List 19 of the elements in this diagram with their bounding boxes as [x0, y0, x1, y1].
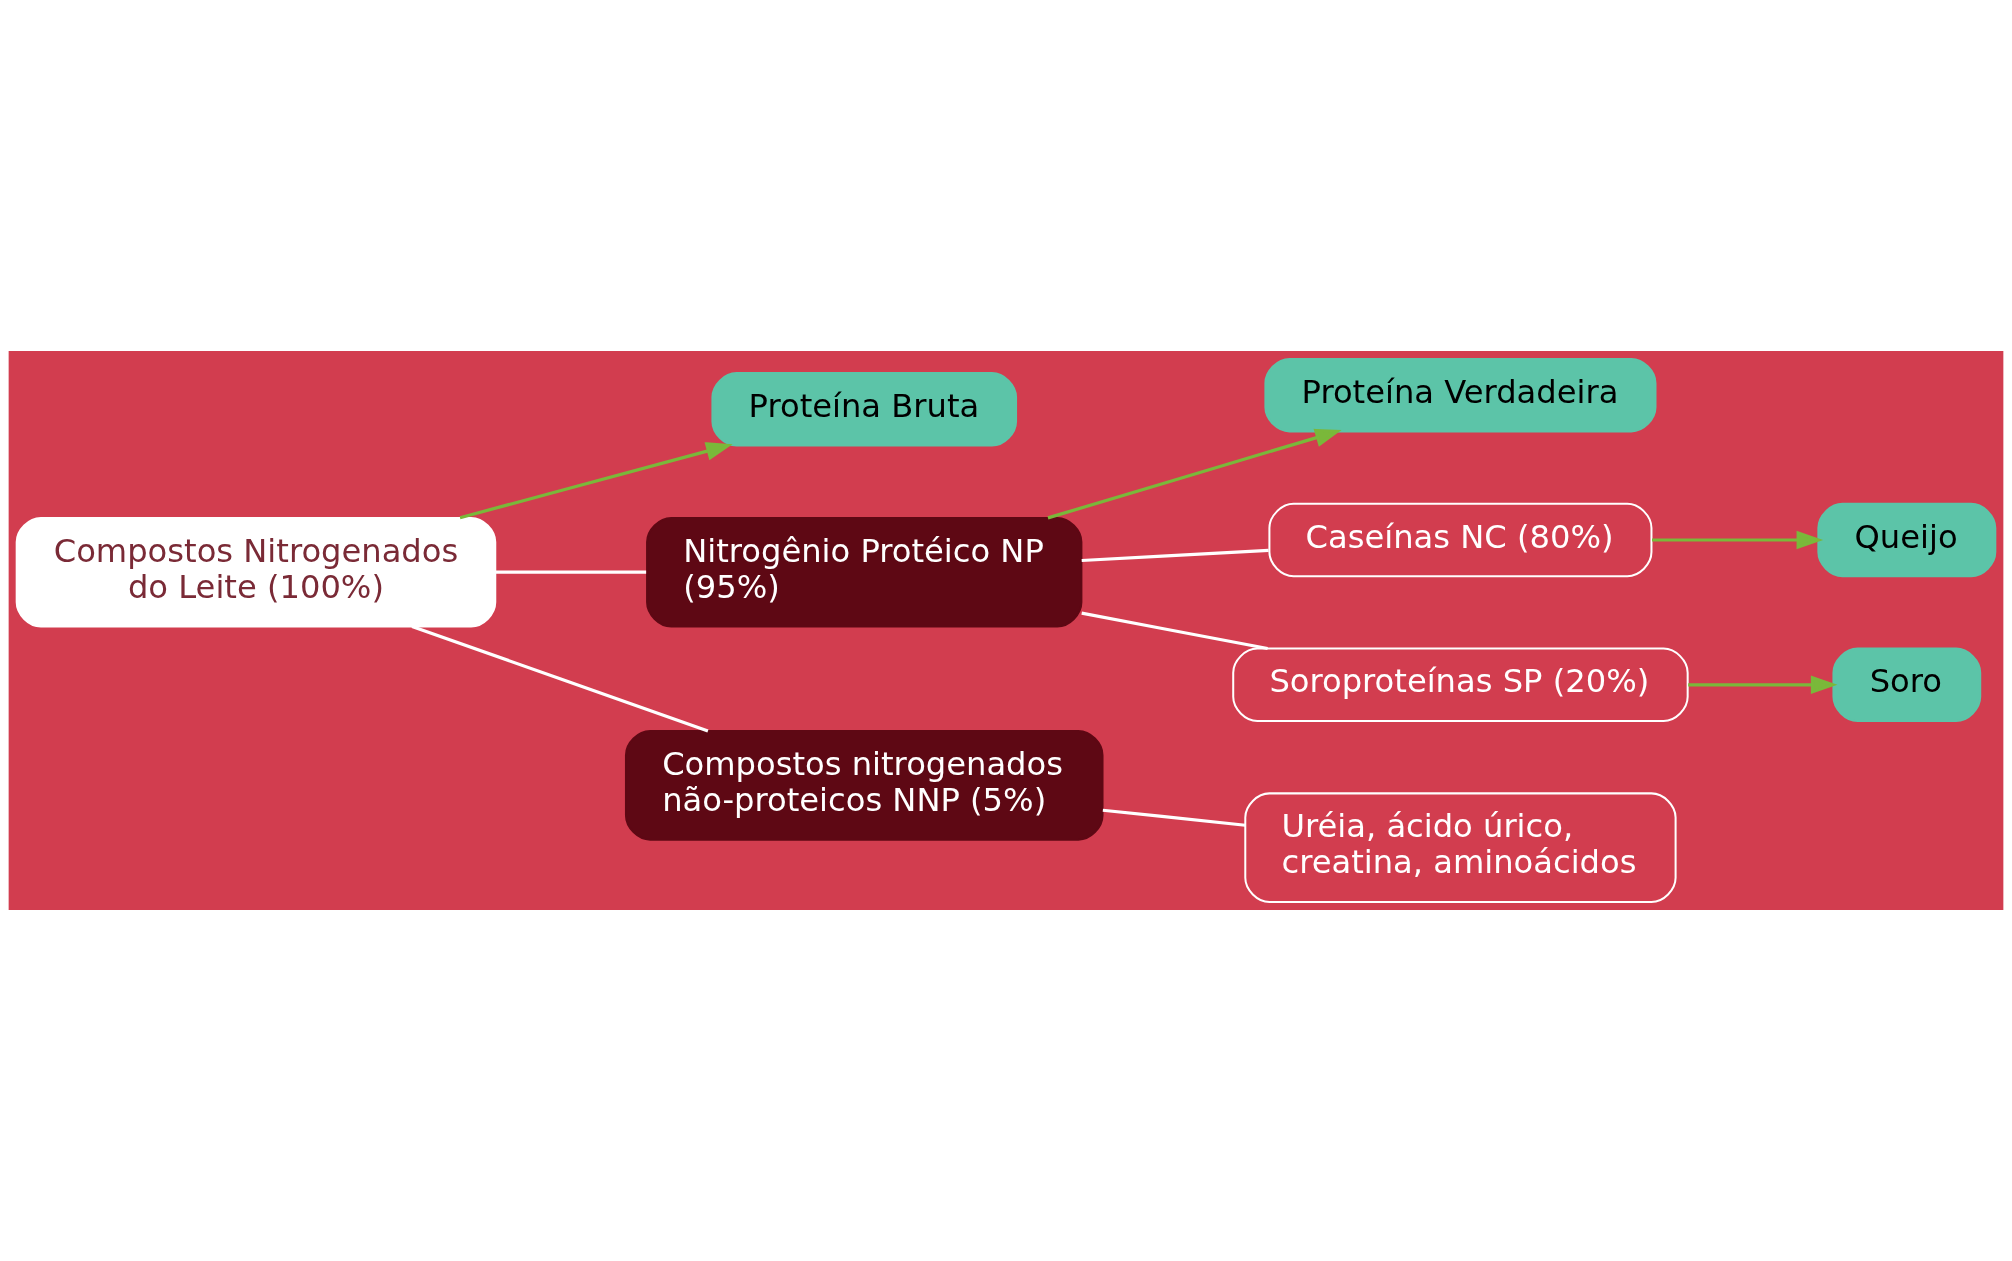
arrow: [1688, 675, 1838, 695]
node-box: Uréia, ácido úrico, creatina, aminoácidos: [1244, 792, 1677, 903]
node-box: Queijo: [1817, 502, 1997, 578]
node-box: Compostos nitrogenados não-proteicos NNP (5%): [624, 730, 1104, 841]
node-box: Proteína Verdadeira: [1264, 358, 1657, 433]
connector: [1102, 808, 1246, 827]
connector: [495, 570, 647, 574]
arrow: [1652, 530, 1824, 550]
arrow: [459, 442, 733, 520]
node-box: Proteína Bruta: [711, 372, 1018, 447]
arrow: [1047, 428, 1342, 520]
node-box: Compostos Nitrogenados do Leite (100%): [15, 516, 497, 628]
node-box: Soroproteínas SP (20%): [1232, 647, 1689, 722]
connector: [1081, 611, 1268, 651]
node-box: Soro: [1832, 647, 1982, 722]
connector: [1081, 548, 1269, 563]
connector: [411, 625, 709, 733]
node-box: Nitrogênio Protéico NP (95%): [646, 516, 1083, 628]
node-box: Caseínas NC (80%): [1268, 502, 1653, 578]
